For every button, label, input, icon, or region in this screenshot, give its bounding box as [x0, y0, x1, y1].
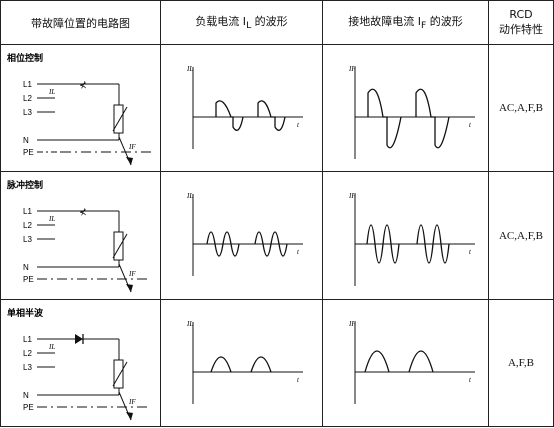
svg-text:IF: IF	[128, 270, 136, 278]
svg-text:L2: L2	[23, 94, 32, 103]
svg-text:IF: IF	[348, 192, 356, 200]
header-circuit: 带故障位置的电路图	[0, 0, 161, 46]
thyristor-icon: ⊀	[79, 208, 87, 218]
svg-text:IF: IF	[128, 143, 136, 151]
circuit-diagram: 相位控制 L1 L2 L3 N PE ⊀ IL IF	[7, 52, 151, 166]
svg-text:t: t	[469, 376, 472, 384]
circuit-cell: 单相半波 L1 L2 L3 N PE	[0, 298, 161, 428]
svg-text:N: N	[23, 263, 29, 272]
row-title: 单相半波	[7, 307, 44, 319]
svg-text:IL: IL	[48, 343, 55, 351]
load-current-waveform: IL t	[186, 320, 303, 404]
svg-text:L1: L1	[23, 335, 32, 344]
fault-current-waveform: IF t	[348, 320, 475, 404]
svg-text:PE: PE	[23, 403, 34, 412]
svg-text:L1: L1	[23, 80, 32, 89]
svg-text:t: t	[469, 121, 472, 129]
circuit-cell: 脉冲控制 L1 L2 L3 N PE ⊀ IL IF	[0, 171, 161, 300]
row-title: 脉冲控制	[6, 179, 43, 191]
svg-text:L2: L2	[23, 349, 32, 358]
rcd-cell: A,F,B	[488, 298, 554, 428]
rcd-cell: AC,A,F,B	[488, 171, 554, 300]
svg-text:IL: IL	[186, 192, 193, 200]
circuit-cell: 相位控制 L1 L2 L3 N PE ⊀ IL IF	[0, 44, 161, 173]
load-current-waveform: IL t	[186, 65, 303, 150]
header-fault-current: 接地故障电流 IF 的波形	[322, 0, 489, 46]
rcd-cell: AC,A,F,B	[488, 44, 554, 173]
svg-text:IF: IF	[348, 65, 356, 73]
fault-current-cell: IF t	[322, 298, 489, 428]
load-current-waveform: IL t	[186, 192, 303, 277]
fault-current-waveform: IF t	[348, 65, 475, 160]
fault-current-cell: IF t	[322, 171, 489, 300]
svg-text:N: N	[23, 136, 29, 145]
svg-text:N: N	[23, 391, 29, 400]
circuit-diagram: 单相半波 L1 L2 L3 N PE	[7, 307, 151, 420]
svg-text:IL: IL	[186, 65, 193, 73]
load-current-cell: IL t	[160, 298, 323, 428]
table-row: 脉冲控制 L1 L2 L3 N PE ⊀ IL IF	[0, 171, 554, 300]
svg-text:IL: IL	[186, 320, 193, 328]
fault-current-waveform: IF t	[348, 192, 475, 287]
svg-text:t: t	[469, 248, 472, 256]
table-row: 单相半波 L1 L2 L3 N PE	[0, 298, 554, 428]
load-current-cell: IL t	[160, 171, 323, 300]
svg-text:L3: L3	[23, 363, 32, 372]
svg-text:t: t	[297, 248, 300, 256]
svg-text:t: t	[297, 376, 300, 384]
svg-text:L3: L3	[23, 235, 32, 244]
header-load-current: 负载电流 IL 的波形	[160, 0, 323, 46]
load-current-cell: IL t	[160, 44, 323, 173]
svg-text:IL: IL	[48, 88, 55, 96]
circuit-diagram: 脉冲控制 L1 L2 L3 N PE ⊀ IL IF	[6, 179, 151, 293]
svg-text:PE: PE	[23, 148, 34, 157]
svg-text:IF: IF	[128, 398, 136, 406]
diode-icon	[75, 333, 84, 344]
svg-text:IF: IF	[348, 320, 356, 328]
svg-text:L3: L3	[23, 108, 32, 117]
svg-text:L2: L2	[23, 221, 32, 230]
svg-text:L1: L1	[23, 207, 32, 216]
row-title: 相位控制	[7, 52, 43, 64]
svg-text:PE: PE	[23, 275, 34, 284]
svg-text:IL: IL	[48, 215, 55, 223]
fault-current-cell: IF t	[322, 44, 489, 173]
svg-text:t: t	[297, 121, 300, 129]
thyristor-icon: ⊀	[79, 81, 87, 91]
table-row: 相位控制 L1 L2 L3 N PE ⊀ IL IF	[0, 44, 554, 173]
